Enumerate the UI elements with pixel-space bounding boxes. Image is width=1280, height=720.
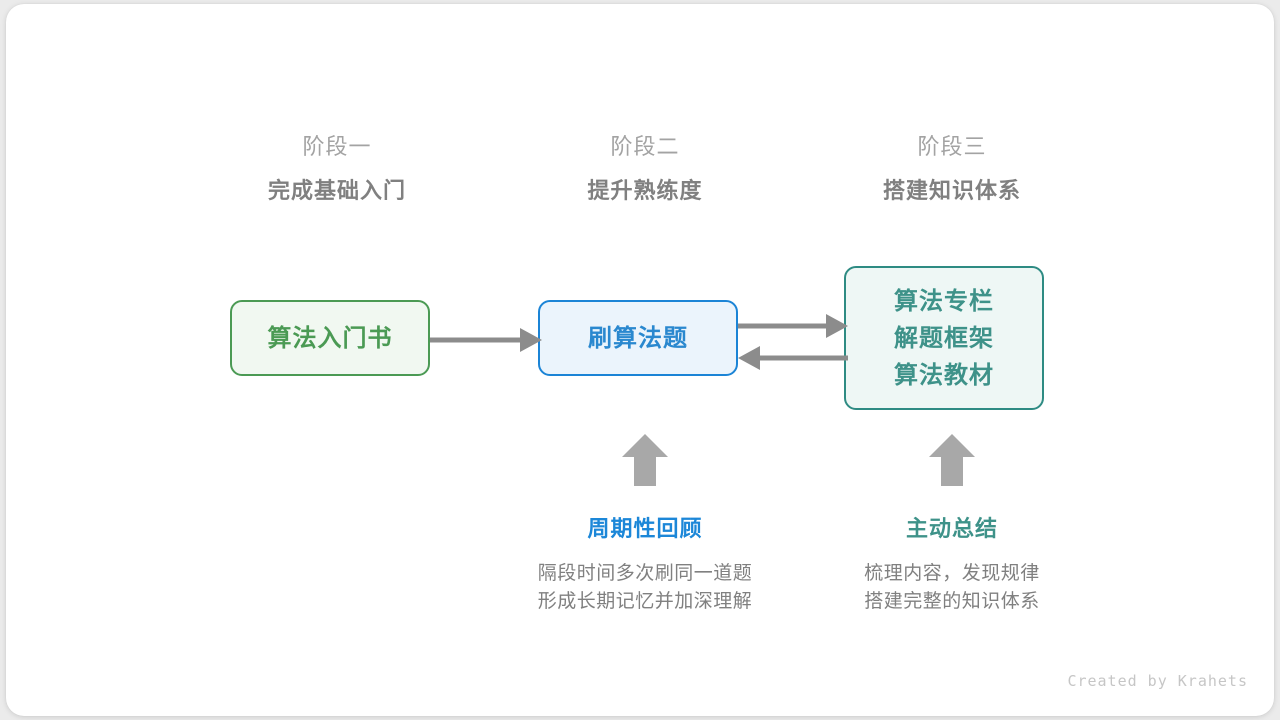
stage-heading-2: 阶段二 提升熟练度 [515,132,775,208]
annotation-title: 周期性回顾 [587,516,703,541]
annotation-description: 隔段时间多次刷同一道题 形成长期记忆并加深理解 [495,560,795,616]
annotation-title: 主动总结 [905,516,998,541]
diagram-card: 阶段一 完成基础入门 阶段二 提升熟练度 阶段三 搭建知识体系 算法入门书 刷算… [6,4,1274,716]
up-arrow-icon [622,434,668,486]
up-arrow-icon [929,434,975,486]
node-line: 刷算法题 [588,324,688,352]
stage-index-label: 阶段二 [610,134,680,159]
connector-resources-to-practice [738,346,848,370]
node-knowledge-resources[interactable]: 算法专栏 解题框架 算法教材 [844,266,1044,410]
stage-index-label: 阶段三 [917,134,987,159]
stage-heading-1: 阶段一 完成基础入门 [207,132,467,208]
stage-index-label: 阶段一 [302,134,372,159]
node-intro-book[interactable]: 算法入门书 [230,300,430,376]
annotation-active-summary: 主动总结 梳理内容，发现规律 搭建完整的知识体系 [802,514,1102,616]
annotation-description-line: 隔段时间多次刷同一道题 [537,563,753,584]
stage-title-label: 搭建知识体系 [882,178,1021,203]
node-line: 算法教材 [894,361,994,389]
stage-heading-3: 阶段三 搭建知识体系 [822,132,1082,208]
stage-title-label: 完成基础入门 [267,178,406,203]
connector-practice-to-resources [738,314,848,338]
stage-title-label: 提升熟练度 [587,178,703,203]
annotation-description-line: 搭建完整的知识体系 [864,591,1040,612]
credit-label: Created by Krahets [1067,672,1248,690]
annotation-description: 梳理内容，发现规律 搭建完整的知识体系 [802,560,1102,616]
node-line: 算法入门书 [267,324,393,352]
node-practice-problems[interactable]: 刷算法题 [538,300,738,376]
node-line: 算法专栏 [894,287,994,315]
node-line: 解题框架 [894,324,994,352]
annotation-description-line: 梳理内容，发现规律 [864,563,1040,584]
annotation-description-line: 形成长期记忆并加深理解 [537,591,753,612]
annotation-periodic-review: 周期性回顾 隔段时间多次刷同一道题 形成长期记忆并加深理解 [495,514,795,616]
connector-book-to-practice [430,328,542,352]
